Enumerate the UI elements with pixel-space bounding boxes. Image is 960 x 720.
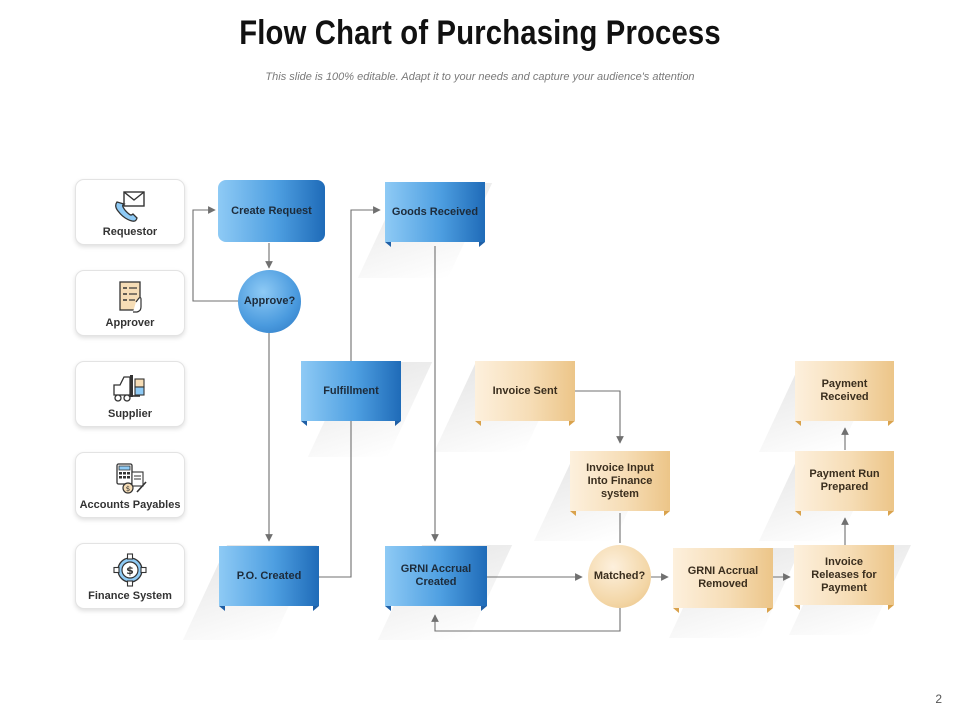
node-grni-accrual-removed[interactable]: GRNI Accrual Removed: [673, 548, 773, 608]
page-subtitle: This slide is 100% editable. Adapt it to…: [265, 71, 695, 83]
node-payment-received[interactable]: Payment Received: [795, 361, 894, 421]
node-goods-received[interactable]: Goods Received: [385, 182, 485, 242]
forklift-icon: [110, 371, 150, 405]
lane-supplier: Supplier: [75, 361, 185, 427]
node-po-created[interactable]: P.O. Created: [219, 546, 319, 606]
calculator-invoice-icon: $: [110, 462, 150, 496]
lane-label: Finance System: [88, 590, 172, 602]
lane-requestor: Requestor: [75, 179, 185, 245]
lane-label: Requestor: [102, 226, 158, 238]
node-payment-run-prepared[interactable]: Payment Run Prepared: [795, 451, 894, 511]
lane-label: Accounts Payables: [79, 499, 181, 511]
node-invoice-releases[interactable]: Invoice Releases for Payment: [794, 545, 894, 605]
lane-label: Approver: [105, 317, 155, 329]
page-number: 2: [935, 692, 942, 706]
svg-text:$: $: [126, 564, 134, 577]
node-invoice-input[interactable]: Invoice Input Into Finance system: [570, 451, 670, 511]
node-grni-accrual-created[interactable]: GRNI Accrual Created: [385, 546, 487, 606]
node-invoice-sent[interactable]: Invoice Sent: [475, 361, 575, 421]
dollar-gear-icon: $: [110, 553, 150, 587]
node-create-request[interactable]: Create Request: [218, 180, 325, 242]
lane-finance-system: $ Finance System: [75, 543, 185, 609]
connector-invoice-sent-input: [575, 390, 624, 444]
checklist-icon: [110, 280, 150, 314]
lane-label: Supplier: [107, 408, 152, 420]
envelope-phone-icon: [110, 189, 150, 223]
page-title: Flow Chart of Purchasing Process: [239, 14, 721, 52]
node-fulfillment[interactable]: Fulfillment: [301, 361, 401, 421]
lane-accounts-payables: $ Accounts Payables: [75, 452, 185, 518]
svg-text:$: $: [126, 485, 130, 493]
lane-approver: Approver: [75, 270, 185, 336]
node-approve-decision[interactable]: Approve?: [238, 270, 301, 333]
node-matched-decision[interactable]: Matched?: [588, 545, 651, 608]
